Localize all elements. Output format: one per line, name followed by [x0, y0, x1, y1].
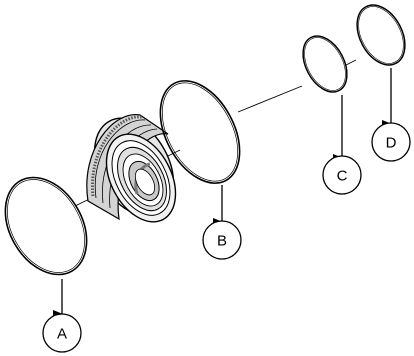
callout-label-d: D [386, 135, 397, 152]
callout-d: D [371, 122, 411, 162]
o-ring-b [159, 80, 241, 184]
callout-circle-b [202, 220, 242, 260]
callout-circle-d [371, 122, 411, 162]
callout-c: C [322, 155, 362, 195]
callout-label-a: A [57, 326, 67, 343]
callout-b: B [202, 220, 242, 260]
o-ring-d [356, 4, 406, 66]
callout-circle-c [322, 155, 362, 195]
callout-label-b: B [217, 233, 227, 250]
callout-arrows [53, 68, 392, 318]
callout-a: A [42, 313, 82, 353]
bearing-seal-assembly [86, 114, 177, 223]
callout-circle-a [42, 313, 82, 353]
o-ring-a [4, 176, 88, 276]
callout-label-c: C [337, 168, 348, 185]
o-ring-c [302, 35, 348, 93]
